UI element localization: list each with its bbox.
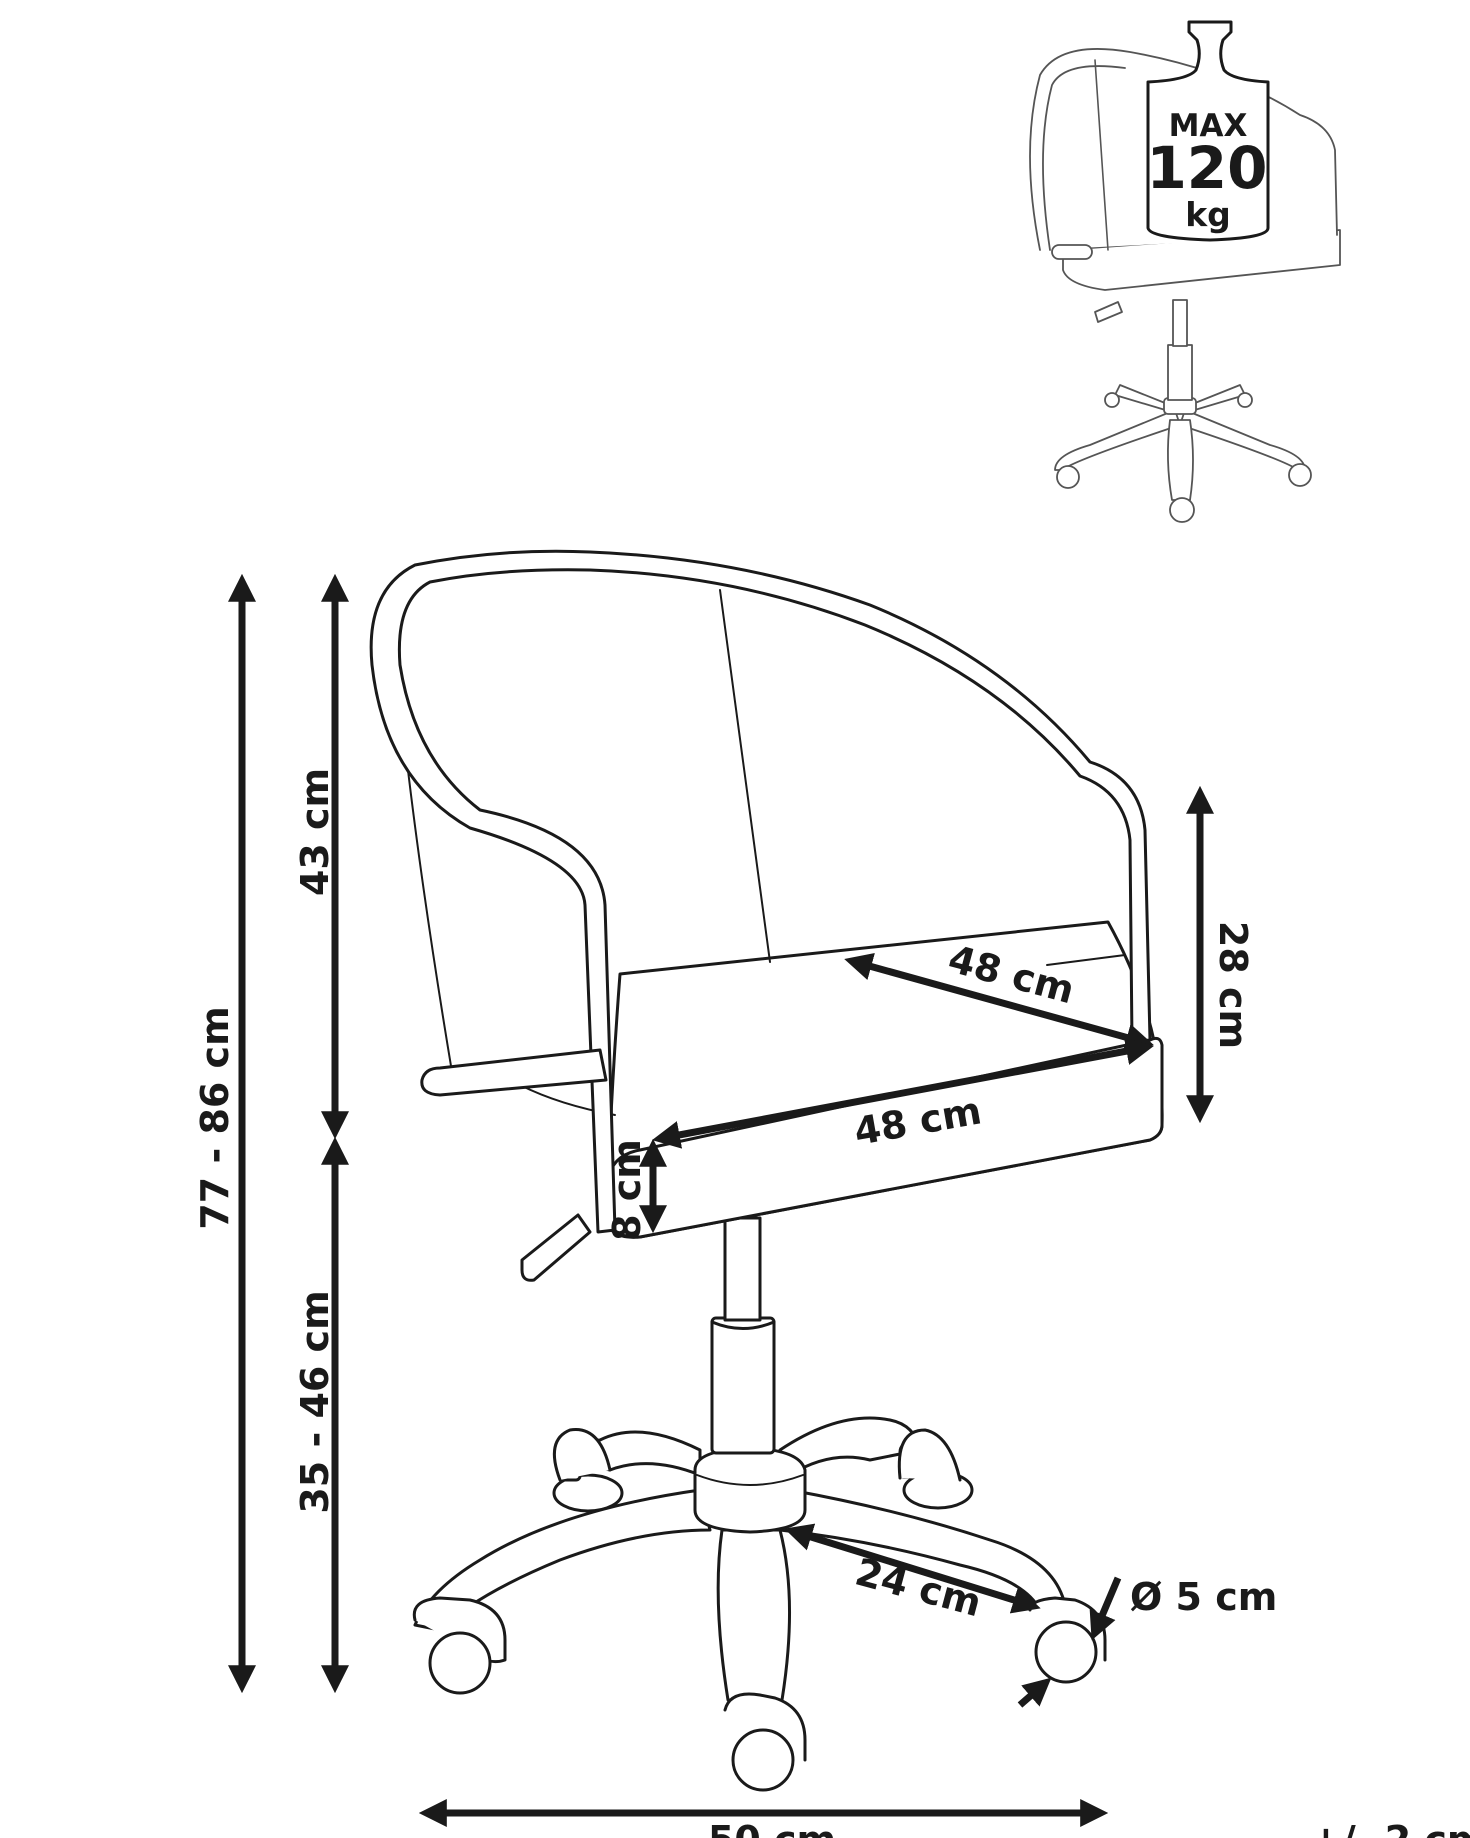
weight-capacity-illustration: MAX 120 kg	[1029, 20, 1341, 523]
armrest-height-label: 28 cm	[1211, 921, 1255, 1049]
armrest	[420, 1048, 608, 1097]
weight-value-label: 120	[1146, 134, 1267, 202]
leg-length-arrow	[784, 1523, 1041, 1614]
wheel-front-right	[1028, 1596, 1107, 1684]
wheel-diameter-arrow-top	[1089, 1576, 1122, 1641]
total-height-label: 77 - 86 cm	[193, 1006, 237, 1229]
chair-base-rear	[552, 1416, 974, 1513]
wheel-diameter-arrow-bottom	[1017, 1677, 1052, 1708]
gas-lift-column	[710, 1216, 776, 1455]
weight-unit-label: kg	[1185, 195, 1231, 234]
seat-depth-arrow	[844, 953, 1154, 1051]
weight-max-label: MAX	[1169, 108, 1248, 144]
chair-base-front	[412, 1446, 1107, 1792]
main-chair	[369, 549, 1164, 1792]
seat-height-label: 35 - 46 cm	[293, 1290, 337, 1513]
wheel-front-left	[412, 1596, 507, 1695]
weight-icon: MAX 120 kg	[1146, 20, 1270, 242]
wheel-front-center	[723, 1692, 807, 1792]
wheel-diameter-label: Ø 5 cm	[1130, 1575, 1277, 1619]
base-width-label: 50 cm	[708, 1818, 836, 1838]
dimension-arrows	[228, 573, 1214, 1827]
height-lever	[520, 1213, 592, 1282]
backrest-height-label: 43 cm	[293, 768, 337, 896]
seat-width-arrow	[651, 1037, 1155, 1149]
seat-thickness-label: 8 cm	[605, 1139, 649, 1241]
dimension-labels: 77 - 86 cm 43 cm 35 - 46 cm 28 cm 48 cm …	[193, 768, 1470, 1838]
tolerance-label: +/- 2 cm	[1310, 1818, 1470, 1838]
